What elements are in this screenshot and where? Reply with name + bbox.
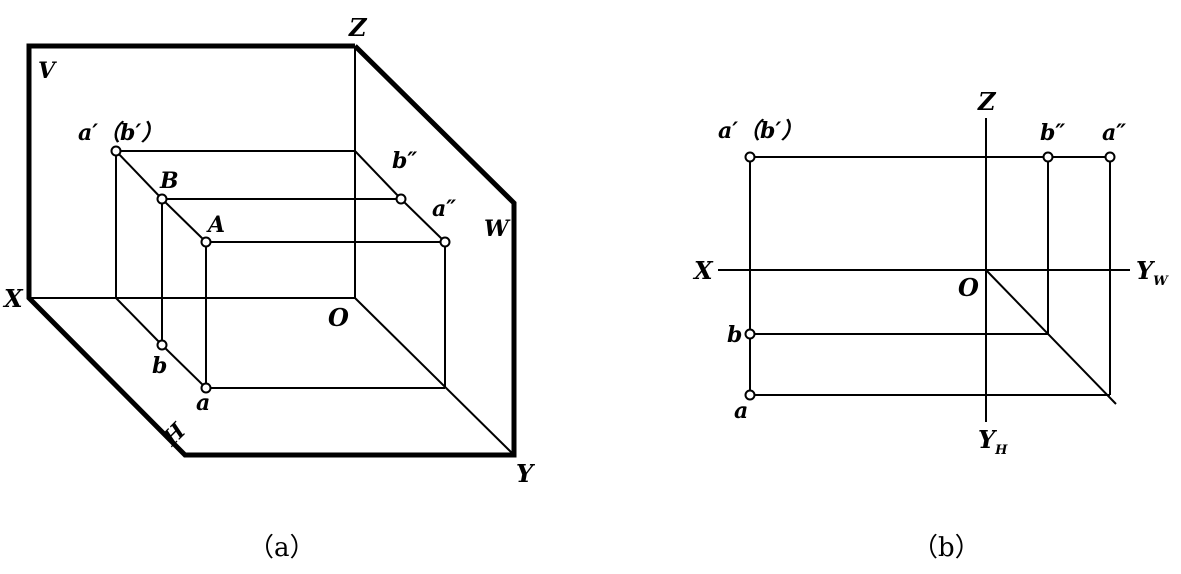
z-to-b-dprime-line (354, 150, 402, 200)
label-origin: O (328, 303, 349, 332)
B-to-A-line (161, 198, 207, 243)
label-axis-z: Z (348, 13, 368, 42)
label-a: a (196, 390, 210, 416)
ab-prime-to-B-line (115, 150, 163, 200)
axis-y-line (354, 297, 515, 456)
projection-planes-outline (26, 43, 517, 458)
label-axis-yw-b: YW (1136, 256, 1169, 289)
point-a (200, 382, 212, 394)
point-A (200, 236, 212, 248)
label-b: b (152, 353, 167, 379)
label-b-dprime-b: b″ (1040, 120, 1065, 146)
label-axis-yh-sub: H (994, 443, 1008, 458)
point-b-dprime (395, 193, 407, 205)
point-a-b (744, 389, 756, 401)
point-b (156, 339, 168, 351)
figure-a: V W H Z X Y O a′（b′） B A b″ a″ b a （a） (2, 13, 536, 563)
label-a-dprime: a″ (432, 196, 456, 222)
caption-b: （b） (912, 533, 981, 563)
label-axis-yh-b: YH (978, 425, 1008, 458)
label-axis-yw-main: Y (1136, 256, 1156, 285)
point-B (156, 193, 168, 205)
point-a-dprime-b (1104, 151, 1116, 163)
label-ab-prime: a′（b′） (78, 120, 163, 146)
label-a-dprime-b: a″ (1102, 120, 1126, 146)
label-B: B (159, 168, 179, 194)
label-a-b: a (734, 398, 748, 424)
label-plane-v: V (38, 58, 57, 84)
point-b-dprime-b (1042, 151, 1054, 163)
label-axis-yh-main: Y (978, 425, 998, 454)
label-ab-prime-b: a′（b′） (718, 118, 803, 144)
b-to-a-line (161, 344, 207, 389)
label-b-dprime: b″ (392, 148, 417, 174)
diagonal-45-line (985, 269, 1117, 405)
label-origin-b: O (958, 273, 979, 302)
caption-a: （a） (248, 533, 316, 563)
figure-b: Z X YW YH O a′（b′） b″ a″ b a （b） (692, 87, 1169, 563)
label-b-b: b (727, 322, 742, 348)
label-axis-y: Y (516, 459, 536, 488)
label-plane-w: W (484, 216, 511, 242)
point-ab-prime (110, 145, 122, 157)
label-axis-z-b: Z (977, 87, 997, 116)
label-axis-yw-sub: W (1153, 274, 1169, 289)
point-b-b (744, 328, 756, 340)
label-A: A (206, 212, 225, 238)
x-to-b-line (115, 297, 163, 346)
label-axis-x: X (2, 284, 24, 313)
label-axis-x-b: X (692, 256, 714, 285)
point-ab-prime-b (744, 151, 756, 163)
point-a-dprime (439, 236, 451, 248)
label-plane-h: H (157, 417, 192, 452)
b-dprime-to-a-dprime-line (400, 198, 446, 243)
